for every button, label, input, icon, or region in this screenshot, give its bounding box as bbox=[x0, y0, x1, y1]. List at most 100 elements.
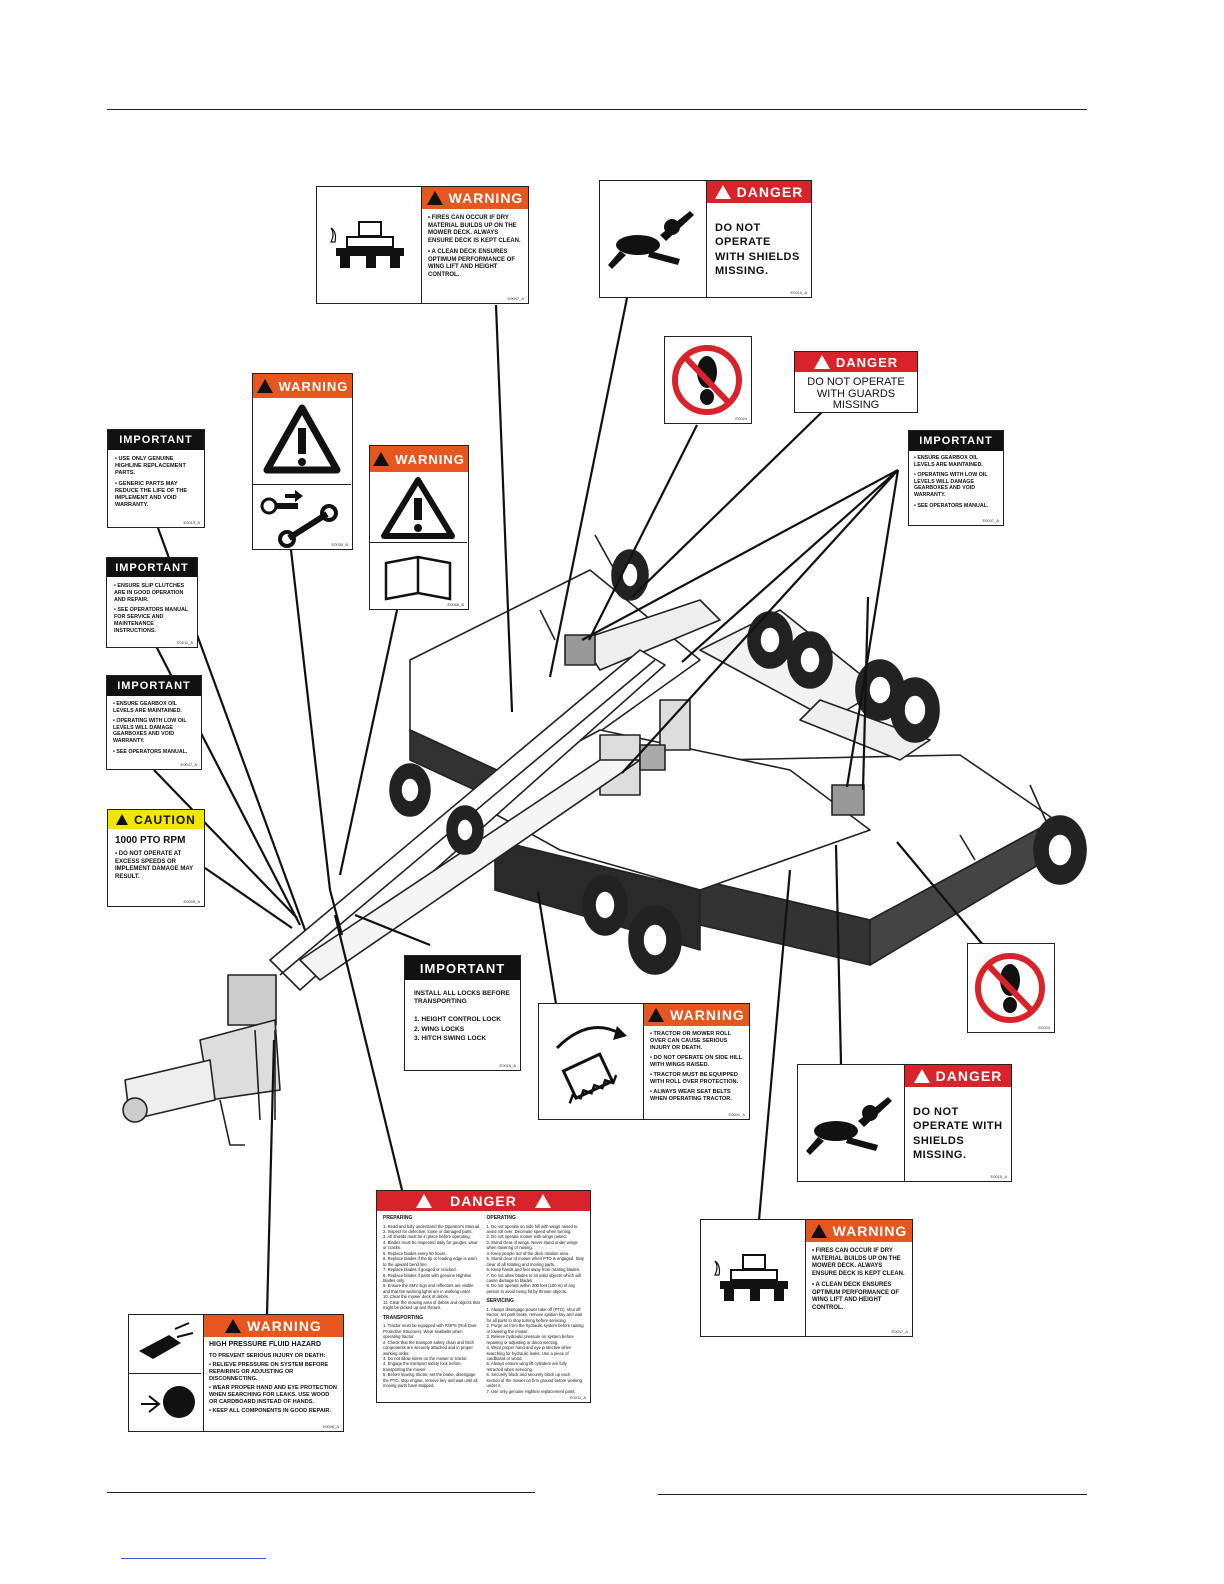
list-item: 3. Stand clear of wings. Never stand und… bbox=[486, 1239, 578, 1251]
list-item: 4. Engage the transport safety lock befo… bbox=[383, 1361, 461, 1372]
list-item: 9. Ensure the SMV sign and reflectors ar… bbox=[383, 1283, 474, 1294]
decal-important-parts: IMPORTANT • USE ONLY GENUINE HIGHLINE RE… bbox=[107, 429, 205, 528]
decal-line: • ENSURE GEARBOX OIL LEVELS ARE MAINTAIN… bbox=[113, 701, 182, 714]
decal-warning-fire-bottom: WARNING • FIRES CAN OCCUR IF DRY MATERIA… bbox=[700, 1219, 913, 1337]
decal-message: DO NOT OPERATE WITH SHIELDS MISSING. bbox=[715, 222, 800, 277]
decal-line: • DO NOT OPERATE AT EXCESS SPEEDS OR IMP… bbox=[115, 851, 194, 880]
list-item: 2. Check that the transport safety chain… bbox=[383, 1339, 475, 1356]
alert-triangle-icon bbox=[534, 1194, 551, 1208]
decal-code: E0011_A bbox=[569, 1395, 586, 1400]
list-item: 3. Do not allow riders on the mower or t… bbox=[383, 1355, 468, 1361]
decal-warning-manual: WARNING E0066_B bbox=[369, 445, 469, 610]
decal-danger-guards: DANGER DO NOT OPERATE WITH GUARDS MISSIN… bbox=[794, 351, 918, 413]
decal-danger-shields-top: DANGER DO NOT OPERATE WITH SHIELDS MISSI… bbox=[599, 180, 812, 298]
list-item: 2. Purge air from the hydraulic system b… bbox=[486, 1323, 584, 1334]
alert-triangle-icon bbox=[714, 185, 731, 199]
decal-line: • DO NOT OPERATE ON SIDE HILL WITH WINGS… bbox=[650, 1054, 742, 1068]
decal-line: • SEE OPERATORS MANUAL. bbox=[914, 502, 989, 509]
decal-code: E0030_B bbox=[331, 542, 348, 547]
decal-header: DANGER bbox=[707, 181, 811, 203]
decal-important-gearbox-right: IMPORTANT • ENSURE GEARBOX OIL LEVELS AR… bbox=[908, 430, 1004, 526]
decal-important-clutch: IMPORTANT • ENSURE SLIP CLUTCHES ARE IN … bbox=[106, 557, 198, 648]
hand-injection-pictogram bbox=[129, 1322, 201, 1374]
decal-code: E0024 bbox=[1038, 1025, 1050, 1030]
list-item: 2. Inspect for defective, loose or damag… bbox=[383, 1228, 473, 1234]
section-title: PREPARING bbox=[383, 1215, 413, 1221]
decal-code: E0010_A bbox=[790, 290, 807, 295]
decal-header: WARNING bbox=[806, 1220, 912, 1242]
decal-header: IMPORTANT bbox=[405, 956, 520, 980]
list-item: 5. Replace blades every 50 hours. bbox=[383, 1250, 447, 1256]
decal-header: WARNING bbox=[370, 446, 468, 472]
decal-warning-tools: WARNING E0030_B bbox=[252, 373, 353, 550]
list-item: 7. Do not allow blades to hit solid obje… bbox=[486, 1272, 582, 1284]
decal-code: E0066_B bbox=[447, 602, 464, 607]
alert-triangle-icon bbox=[116, 814, 129, 825]
decal-header: WARNING bbox=[422, 187, 528, 209]
decal-line: • TRACTOR MUST BE EQUIPPED WITH ROLL OVE… bbox=[650, 1071, 739, 1085]
decal-header: DANGER bbox=[905, 1065, 1011, 1087]
mower-deck-fire-pictogram bbox=[714, 1254, 788, 1301]
list-item: 7. Replace blades if gouged or cracked. bbox=[383, 1267, 457, 1273]
book-icon bbox=[384, 555, 452, 601]
decal-line: • TRACTOR OR MOWER ROLL OVER CAN CAUSE S… bbox=[650, 1031, 731, 1051]
decal-code: E0011_A bbox=[176, 640, 193, 645]
decal-line: • KEEP ALL COMPONENTS IN GOOD REPAIR. bbox=[209, 1407, 332, 1414]
alert-triangle-icon bbox=[426, 191, 443, 205]
list-item: 4. Wear proper hand and eye protective w… bbox=[486, 1345, 572, 1361]
list-item: 5. Stand clear of mower when PTO is enga… bbox=[486, 1256, 584, 1267]
decal-item: 2. WING LOCKS bbox=[414, 1025, 465, 1033]
decal-important-gearbox-left: IMPORTANT • ENSURE GEARBOX OIL LEVELS AR… bbox=[106, 675, 202, 770]
list-item: 3. Relieve hydraulic pressure on system … bbox=[486, 1334, 574, 1345]
decal-subtitle: TO PREVENT SERIOUS INJURY OR DEATH: bbox=[209, 1352, 326, 1359]
decal-header: IMPORTANT bbox=[108, 430, 204, 450]
alert-triangle-icon bbox=[373, 452, 390, 466]
decal-code: E0047_A bbox=[982, 518, 999, 523]
list-item: 8. Do not operate within 300 feet (100 m… bbox=[486, 1283, 576, 1294]
alert-triangle-icon bbox=[913, 1069, 930, 1083]
list-item: 5. Always ensure wing lift cylinders are… bbox=[486, 1361, 567, 1372]
footer-rule-right bbox=[658, 1494, 1087, 1495]
decal-header: DANGER bbox=[377, 1191, 590, 1211]
alert-triangle-icon bbox=[416, 1194, 433, 1208]
decal-line: • A CLEAN DECK ENSURES OPTIMUM PERFORMAN… bbox=[812, 1282, 899, 1311]
alert-triangle-icon bbox=[810, 1224, 827, 1238]
list-item: 2. Do not operate mower with wings raise… bbox=[486, 1234, 567, 1240]
decal-line: • OPERATING WITH LOW OIL LEVELS WILL DAM… bbox=[914, 472, 988, 499]
right-wing-deck bbox=[699, 754, 1056, 921]
decal-warning-fire-top: WARNING • FIRES CAN OCCUR IF DRY MATERIA… bbox=[316, 186, 529, 304]
list-item: 6. Securely block and securely block up … bbox=[486, 1372, 582, 1389]
alert-triangle-large-icon bbox=[370, 477, 467, 543]
decal-code: E0013_A bbox=[183, 520, 200, 525]
list-item: 6. Keep hands and feet away from rotatin… bbox=[486, 1267, 581, 1273]
decal-line: • RELIEVE PRESSURE ON SYSTEM BEFORE REPA… bbox=[209, 1361, 329, 1382]
list-item: 3. All shields must be in place before o… bbox=[383, 1234, 471, 1240]
decal-header: DANGER bbox=[795, 352, 917, 372]
decal-important-locks: IMPORTANT INSTALL ALL LOCKS BEFORE TRANS… bbox=[404, 955, 521, 1071]
decal-header: IMPORTANT bbox=[107, 558, 197, 577]
decal-no-step-top: E0024 bbox=[664, 336, 752, 424]
decal-line: • SEE OPERATORS MANUAL. bbox=[113, 748, 188, 755]
entanglement-pictogram bbox=[806, 1097, 892, 1155]
decal-title: HIGH PRESSURE FLUID HAZARD bbox=[209, 1341, 322, 1348]
decal-header: CAUTION bbox=[108, 810, 204, 829]
list-item: 1. Read and fully understand the Operato… bbox=[383, 1223, 481, 1229]
decal-message: DO NOT OPERATE WITH GUARDS MISSING bbox=[807, 376, 905, 412]
alert-triangle-icon bbox=[813, 355, 830, 369]
decal-line: • SEE OPERATORS MANUAL FOR SERVICE AND M… bbox=[114, 607, 189, 634]
decal-header: WARNING bbox=[644, 1004, 749, 1026]
decal-code: E0047_A bbox=[507, 296, 524, 301]
section-title: TRANSPORTING bbox=[383, 1314, 423, 1321]
alert-octagon-icon bbox=[253, 404, 351, 485]
center-deck bbox=[469, 729, 871, 891]
decal-header: WARNING bbox=[253, 374, 352, 398]
decal-line: • A CLEAN DECK ENSURES OPTIMUM PERFORMAN… bbox=[428, 249, 515, 278]
decal-line: • ENSURE GEARBOX OIL LEVELS ARE MAINTAIN… bbox=[914, 455, 983, 468]
decal-code: E0001_A bbox=[728, 1112, 745, 1117]
decal-code: E0047_A bbox=[180, 762, 197, 767]
decal-code: E0006_A bbox=[322, 1424, 339, 1429]
list-item: 6. Replace blades if the tip or leading … bbox=[383, 1256, 477, 1267]
decal-danger-shields-right: DANGER DO NOT OPERATE WITH SHIELDS MISSI… bbox=[797, 1064, 1012, 1182]
no-step-icon bbox=[975, 953, 1045, 1023]
hitch-tongue bbox=[269, 649, 666, 991]
